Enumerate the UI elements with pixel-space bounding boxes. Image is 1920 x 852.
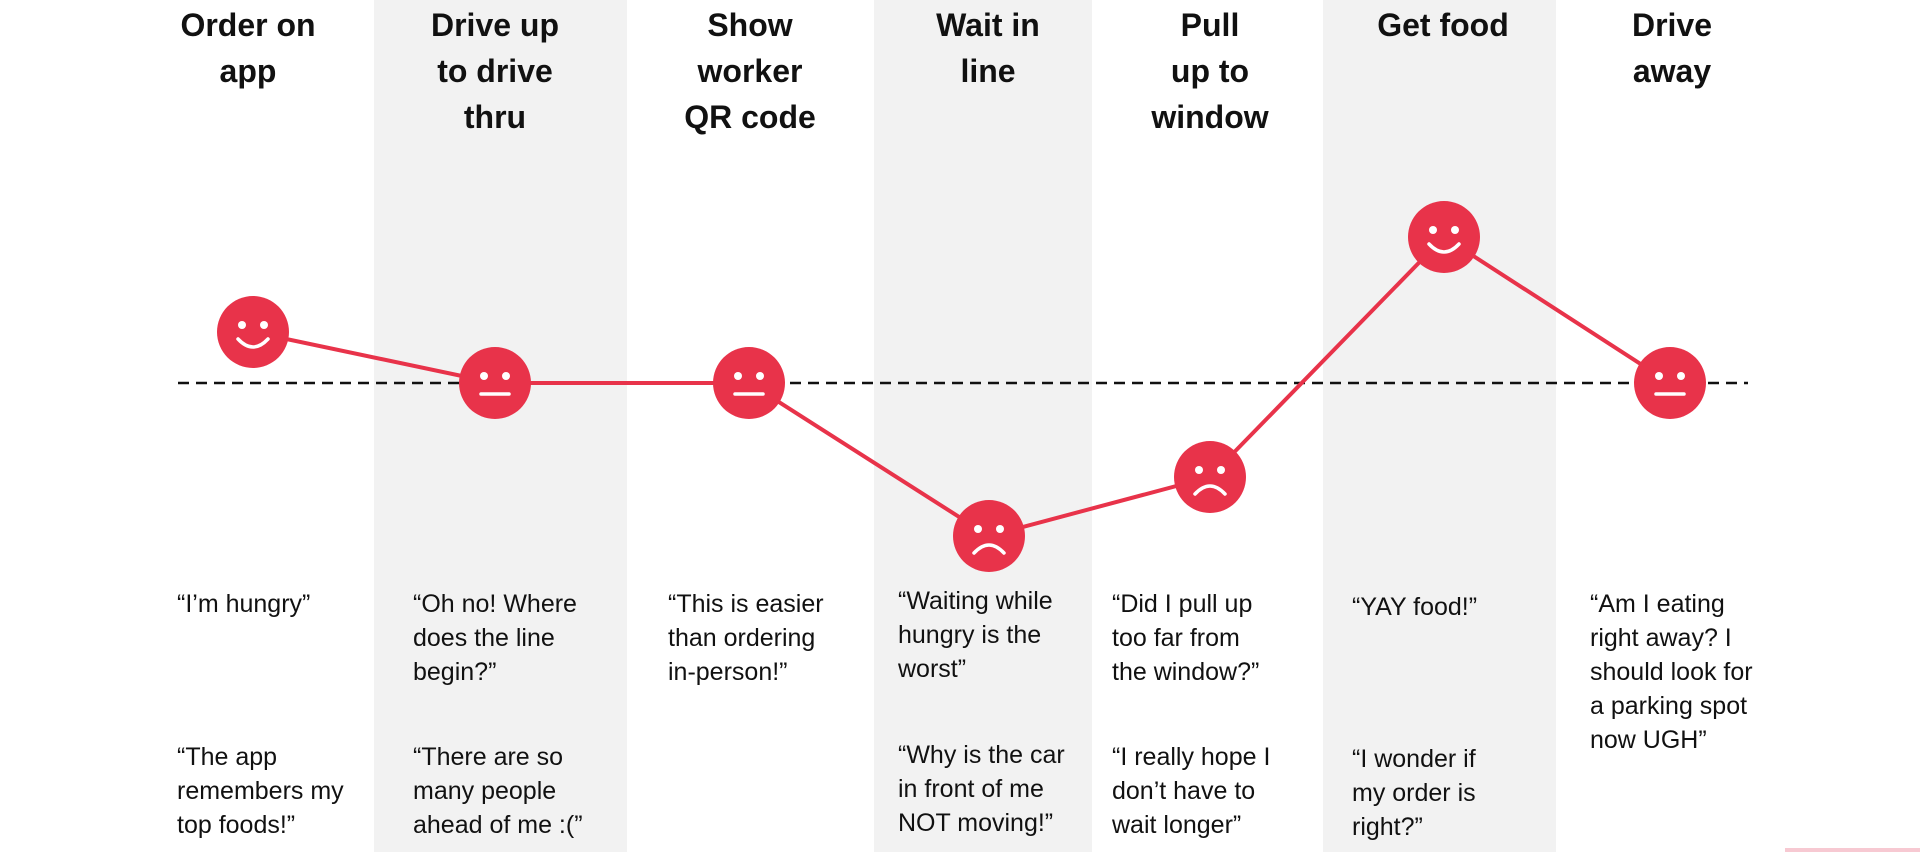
stage-title: Get food [1377, 7, 1509, 43]
stage-quote: “Oh no! Where does the line begin?” [413, 590, 577, 686]
stage-quote: “The app remembers my top foods!” [177, 743, 344, 839]
stage-quote: “I wonder if my order is right?” [1352, 745, 1476, 841]
sad-face-icon [1174, 441, 1246, 513]
corner-accent [1785, 848, 1920, 852]
stage-quote: “I’m hungry” [177, 590, 311, 618]
stage-quote: “Did I pull up too far from the window?” [1112, 590, 1260, 686]
stage-quote: “I really hope I don’t have to wait long… [1112, 743, 1271, 839]
happy-face-icon [1408, 201, 1480, 273]
stage-band [874, 0, 1092, 852]
stage-quote: “Am I eating right away? I should look f… [1590, 590, 1753, 754]
stage-title: Pull up to window [1151, 7, 1269, 135]
stage-quote: “Waiting while hungry is the worst” [898, 587, 1053, 683]
stage-title: Drive away [1631, 7, 1713, 89]
stage-quote: “This is easier than ordering in-person!… [668, 590, 824, 686]
neutral-face-icon [713, 347, 785, 419]
stage-title: Order on app [180, 7, 316, 89]
stage-band [1323, 0, 1556, 852]
stage-quote: “There are so many people ahead of me :(… [413, 743, 583, 839]
stage-quote: “YAY food!” [1352, 593, 1478, 621]
stage-title: Drive up to drive thru [430, 7, 560, 135]
stage-title: Show worker QR code [684, 7, 816, 135]
happy-face-icon [217, 296, 289, 368]
stage-title: Wait in line [936, 7, 1040, 89]
sad-face-icon [953, 500, 1025, 572]
neutral-face-icon [1634, 347, 1706, 419]
stage-quote: “Why is the car in front of me NOT movin… [898, 741, 1065, 837]
neutral-face-icon [459, 347, 531, 419]
stage-band [374, 0, 627, 852]
